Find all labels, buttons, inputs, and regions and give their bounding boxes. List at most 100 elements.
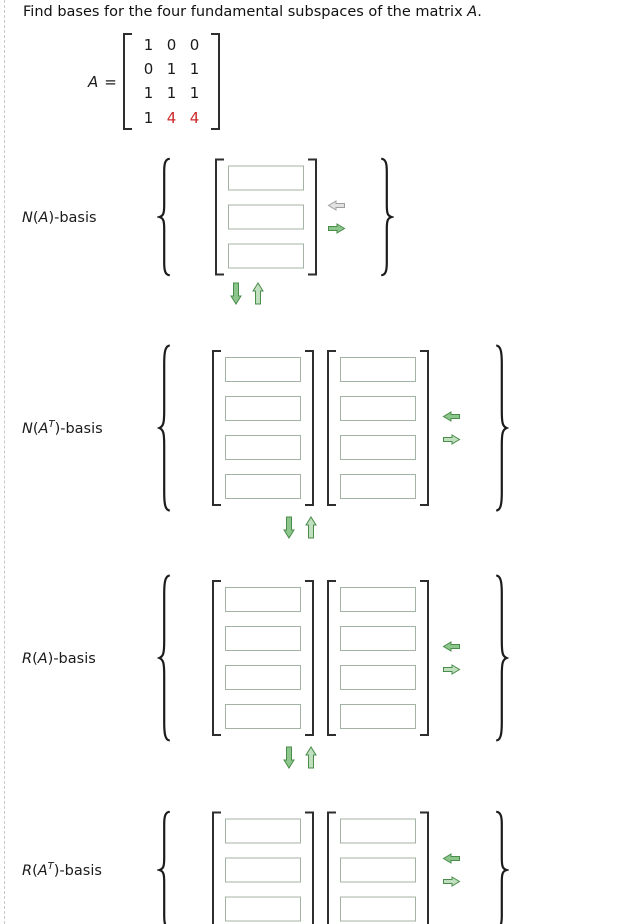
- move-left-button[interactable]: [442, 641, 461, 652]
- up-arrow-icon: [252, 282, 264, 305]
- vector-entry-input[interactable]: [228, 243, 304, 269]
- left-brace: [157, 157, 173, 277]
- swap-arrow-pair: [230, 282, 264, 305]
- problem-title: Find bases for the four fundamental subs…: [23, 4, 482, 20]
- vector-entry-input[interactable]: [225, 857, 301, 883]
- equals-sign: =: [104, 72, 117, 91]
- move-down-button[interactable]: [283, 516, 295, 539]
- matrix-cell: 1: [143, 84, 154, 103]
- vector-entry-input[interactable]: [340, 587, 416, 612]
- vector-bracket-left: [212, 580, 221, 736]
- vector-entry-input[interactable]: [340, 357, 416, 382]
- vector-entry-input[interactable]: [340, 474, 416, 499]
- problem-title-matrix-var: A: [467, 4, 478, 20]
- matrix-bracket-left: [123, 33, 132, 130]
- right-arrow-icon: [443, 876, 461, 887]
- vector-bracket-right: [420, 811, 429, 924]
- vector-bracket-right: [305, 580, 314, 736]
- left-arrow-icon: [442, 411, 460, 422]
- vector-bracket-right: [420, 580, 429, 736]
- right-brace: [378, 157, 394, 277]
- move-right-button[interactable]: [442, 664, 461, 675]
- problem-title-period: .: [477, 4, 482, 20]
- vector-entry-input[interactable]: [340, 626, 416, 651]
- vector-entry-input[interactable]: [340, 665, 416, 690]
- move-arrow-column: [442, 853, 461, 887]
- move-down-button[interactable]: [283, 746, 295, 769]
- move-right-button[interactable]: [327, 223, 346, 234]
- vector-group: [212, 811, 429, 924]
- problem-title-text: Find bases for the four fundamental subs…: [23, 4, 468, 20]
- vector-entry-input[interactable]: [340, 396, 416, 421]
- right-brace: [493, 810, 509, 924]
- move-arrow-column: [327, 200, 346, 234]
- vector-entry-input[interactable]: [340, 857, 416, 883]
- move-up-button[interactable]: [305, 516, 317, 539]
- vector-bracket-left: [215, 158, 224, 276]
- vector-group: [212, 350, 429, 506]
- vector-bracket-left: [212, 350, 221, 506]
- matrix-body: 1 0 0 0 1 1 1 1 1 1 4 4: [123, 33, 220, 130]
- section-na-basis: N(A)-basis: [0, 157, 635, 277]
- vector-entry-input[interactable]: [225, 357, 301, 382]
- right-arrow-icon: [443, 434, 461, 445]
- swap-arrow-pair: [283, 746, 317, 769]
- move-up-button[interactable]: [305, 746, 317, 769]
- vector-group: [215, 158, 317, 276]
- basis-vector: [212, 811, 314, 924]
- right-arrow-icon: [328, 223, 346, 234]
- vector-entry-input[interactable]: [225, 818, 301, 844]
- matrix-var: A: [88, 72, 99, 91]
- move-left-button[interactable]: [442, 411, 461, 422]
- left-brace: [157, 573, 173, 743]
- move-arrow-column: [442, 641, 461, 675]
- vector-bracket-right: [420, 350, 429, 506]
- move-down-button[interactable]: [230, 282, 242, 305]
- vector-bracket-left: [212, 811, 221, 924]
- vector-bracket-right: [305, 350, 314, 506]
- matrix-cell: 1: [189, 84, 200, 103]
- section-rat-basis: R(AT)-basis: [0, 810, 635, 924]
- down-arrow-icon: [230, 282, 242, 305]
- down-arrow-icon: [283, 746, 295, 769]
- basis-vector: [212, 580, 314, 736]
- section-label: N(A)-basis: [22, 209, 97, 226]
- up-arrow-icon: [305, 746, 317, 769]
- vector-entry-input[interactable]: [225, 704, 301, 729]
- up-arrow-icon: [305, 516, 317, 539]
- vector-entry-input[interactable]: [340, 818, 416, 844]
- matrix-cell-highlighted: 4: [189, 108, 200, 127]
- vector-entry-input[interactable]: [340, 435, 416, 460]
- matrix-grid: 1 0 0 0 1 1 1 1 1 1 4 4: [137, 33, 206, 130]
- basis-vector: [212, 350, 314, 506]
- vector-entry-input[interactable]: [225, 896, 301, 922]
- move-left-button[interactable]: [442, 853, 461, 864]
- vector-entry-input[interactable]: [228, 204, 304, 230]
- vector-entry-input[interactable]: [340, 896, 416, 922]
- vector-entry-input[interactable]: [225, 396, 301, 421]
- vector-entry-input[interactable]: [225, 435, 301, 460]
- matrix-cell: 0: [189, 36, 200, 55]
- matrix-cell: 1: [189, 60, 200, 79]
- left-brace: [157, 810, 173, 924]
- move-right-button[interactable]: [442, 876, 461, 887]
- section-label: R(AT)-basis: [22, 861, 102, 879]
- vector-entry-input[interactable]: [225, 474, 301, 499]
- right-brace: [493, 573, 509, 743]
- left-arrow-icon: [327, 200, 345, 211]
- vector-entry-input[interactable]: [340, 704, 416, 729]
- vector-entry-input[interactable]: [228, 165, 304, 191]
- vector-bracket-left: [327, 811, 336, 924]
- vector-entry-input[interactable]: [225, 587, 301, 612]
- vector-entry-input[interactable]: [225, 626, 301, 651]
- swap-arrow-pair: [283, 516, 317, 539]
- down-arrow-icon: [283, 516, 295, 539]
- move-up-button[interactable]: [252, 282, 264, 305]
- vector-entry-input[interactable]: [225, 665, 301, 690]
- matrix-cell: 1: [166, 60, 177, 79]
- right-brace: [493, 343, 509, 513]
- left-brace: [157, 343, 173, 513]
- move-right-button[interactable]: [442, 434, 461, 445]
- basis-vector: [215, 158, 317, 276]
